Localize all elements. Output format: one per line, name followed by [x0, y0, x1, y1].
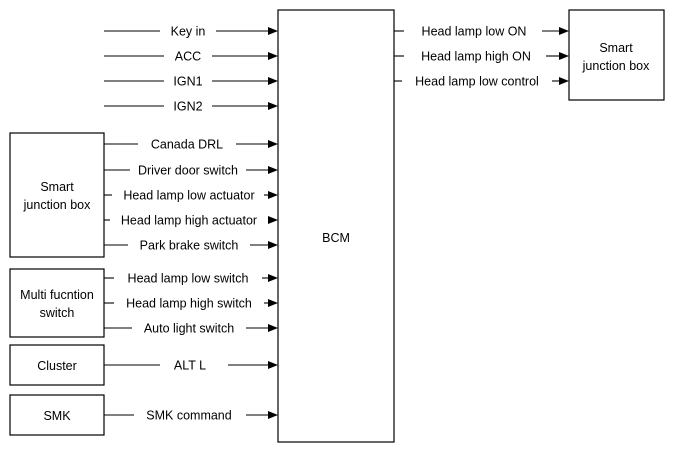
bcm-block: BCM [277, 9, 395, 443]
signal-head-lamp-low-switch-label: Head lamp low switch [128, 272, 249, 286]
smk-block: SMK [9, 394, 105, 436]
arrow-right-icon [268, 52, 278, 60]
signal-alt-l: ALT L [104, 359, 278, 373]
signal-acc-label: ACC [175, 50, 201, 64]
signal-ign1: IGN1 [104, 75, 278, 89]
output-signals: Head lamp low ON Head lamp high ON Head … [394, 25, 569, 89]
smart-junction-box-right-label-2: junction box [582, 59, 650, 73]
signal-head-lamp-low-control-label: Head lamp low control [415, 75, 539, 89]
arrow-right-icon [268, 274, 278, 282]
signal-smk-command: SMK command [104, 409, 278, 423]
signal-key-in-label: Key in [171, 25, 206, 39]
bcm-label: BCM [322, 231, 350, 245]
signal-smk-command-label: SMK command [146, 409, 231, 423]
arrow-right-icon [268, 324, 278, 332]
signal-driver-door-switch-label: Driver door switch [138, 164, 238, 178]
arrow-right-icon [268, 411, 278, 419]
arrow-right-icon [559, 52, 569, 60]
signal-head-lamp-high-on-label: Head lamp high ON [421, 50, 531, 64]
cluster-label: Cluster [37, 359, 77, 373]
arrow-right-icon [559, 77, 569, 85]
signal-head-lamp-low-control: Head lamp low control [394, 75, 569, 89]
smk-box [9, 394, 105, 436]
arrow-right-icon [268, 102, 278, 110]
arrow-right-icon [268, 27, 278, 35]
signal-head-lamp-low-switch: Head lamp low switch [104, 272, 278, 286]
smart-junction-box-left-label-2: junction box [23, 198, 91, 212]
signal-canada-drl: Canada DRL [104, 138, 278, 152]
signal-auto-light-switch-label: Auto light switch [144, 322, 234, 336]
signal-head-lamp-high-switch: Head lamp high switch [104, 297, 278, 311]
signal-acc: ACC [104, 50, 278, 64]
signal-canada-drl-label: Canada DRL [151, 138, 223, 152]
multi-function-switch-label-1: Multi fucntion [20, 288, 94, 302]
signal-head-lamp-low-on: Head lamp low ON [394, 25, 569, 39]
smart-junction-box-right-box [568, 9, 665, 101]
signal-park-brake-switch: Park brake switch [104, 239, 278, 253]
signal-key-in: Key in [104, 25, 278, 39]
smart-junction-box-left-label-1: Smart [40, 180, 74, 194]
arrow-right-icon [559, 27, 569, 35]
signal-head-lamp-high-actuator: Head lamp high actuator [104, 214, 278, 228]
arrow-right-icon [268, 166, 278, 174]
arrow-right-icon [268, 299, 278, 307]
signal-head-lamp-low-on-label: Head lamp low ON [422, 25, 527, 39]
smart-junction-box-right-label-1: Smart [599, 41, 633, 55]
signal-alt-l-label: ALT L [174, 359, 206, 373]
signal-head-lamp-high-actuator-label: Head lamp high actuator [121, 214, 257, 228]
arrow-right-icon [268, 191, 278, 199]
signal-driver-door-switch: Driver door switch [104, 164, 278, 178]
arrow-right-icon [268, 216, 278, 224]
signal-ign2: IGN2 [104, 100, 278, 114]
signal-head-lamp-low-actuator: Head lamp low actuator [104, 189, 278, 203]
smart-junction-box-left: Smart junction box [9, 132, 105, 258]
arrow-right-icon [268, 77, 278, 85]
signal-park-brake-switch-label: Park brake switch [140, 239, 239, 253]
multi-function-switch-block: Multi fucntion switch [9, 268, 105, 338]
signal-ign1-label: IGN1 [173, 75, 202, 89]
input-signals: Key in ACC IGN1 IGN2 Canada DRL [104, 25, 278, 423]
arrow-right-icon [268, 140, 278, 148]
smart-junction-box-right: Smart junction box [568, 9, 665, 101]
cluster-box [9, 344, 105, 386]
signal-auto-light-switch: Auto light switch [104, 322, 278, 336]
smart-junction-box-left-box [9, 132, 105, 258]
multi-function-switch-box [9, 268, 105, 338]
smk-label: SMK [43, 409, 71, 423]
cluster-block: Cluster [9, 344, 105, 386]
arrow-right-icon [268, 241, 278, 249]
signal-head-lamp-low-actuator-label: Head lamp low actuator [123, 189, 254, 203]
bcm-box [277, 9, 395, 443]
arrow-right-icon [268, 361, 278, 369]
multi-function-switch-label-2: switch [40, 306, 75, 320]
signal-head-lamp-high-on: Head lamp high ON [394, 50, 569, 64]
signal-head-lamp-high-switch-label: Head lamp high switch [126, 297, 252, 311]
signal-ign2-label: IGN2 [173, 100, 202, 114]
